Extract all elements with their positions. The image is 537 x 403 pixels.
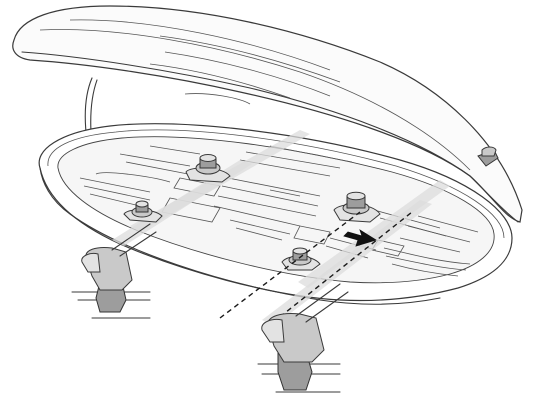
alignment-lines — [219, 211, 413, 329]
mounting-knob-1 — [185, 154, 231, 183]
bar-foot-right — [257, 283, 349, 393]
box-lid — [12, 5, 523, 223]
rear-lock-handle — [477, 146, 499, 167]
mounting-knob-4 — [281, 247, 321, 271]
box-base — [38, 123, 513, 305]
arrow-right-icon — [343, 229, 377, 247]
lid-support-strut — [84, 77, 98, 133]
mounting-knob-2 — [123, 200, 163, 223]
mounting-knob-3 — [333, 191, 381, 223]
bar-foot-left — [71, 223, 157, 319]
